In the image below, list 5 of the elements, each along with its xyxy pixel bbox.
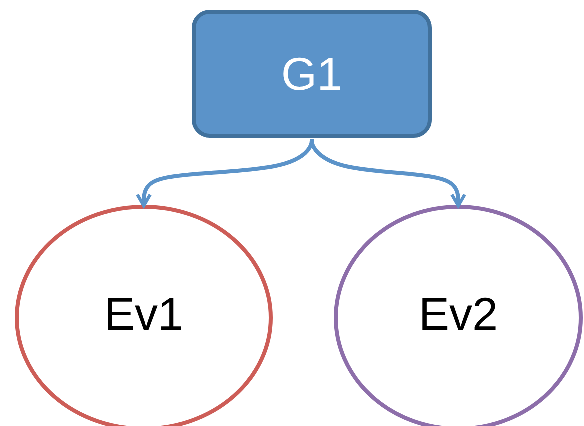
node-label: Ev2	[418, 287, 498, 341]
curved-arrow	[310, 138, 466, 208]
node-label: Ev1	[104, 287, 184, 341]
rounded-box	[192, 10, 432, 138]
node-label: G1	[281, 47, 343, 101]
